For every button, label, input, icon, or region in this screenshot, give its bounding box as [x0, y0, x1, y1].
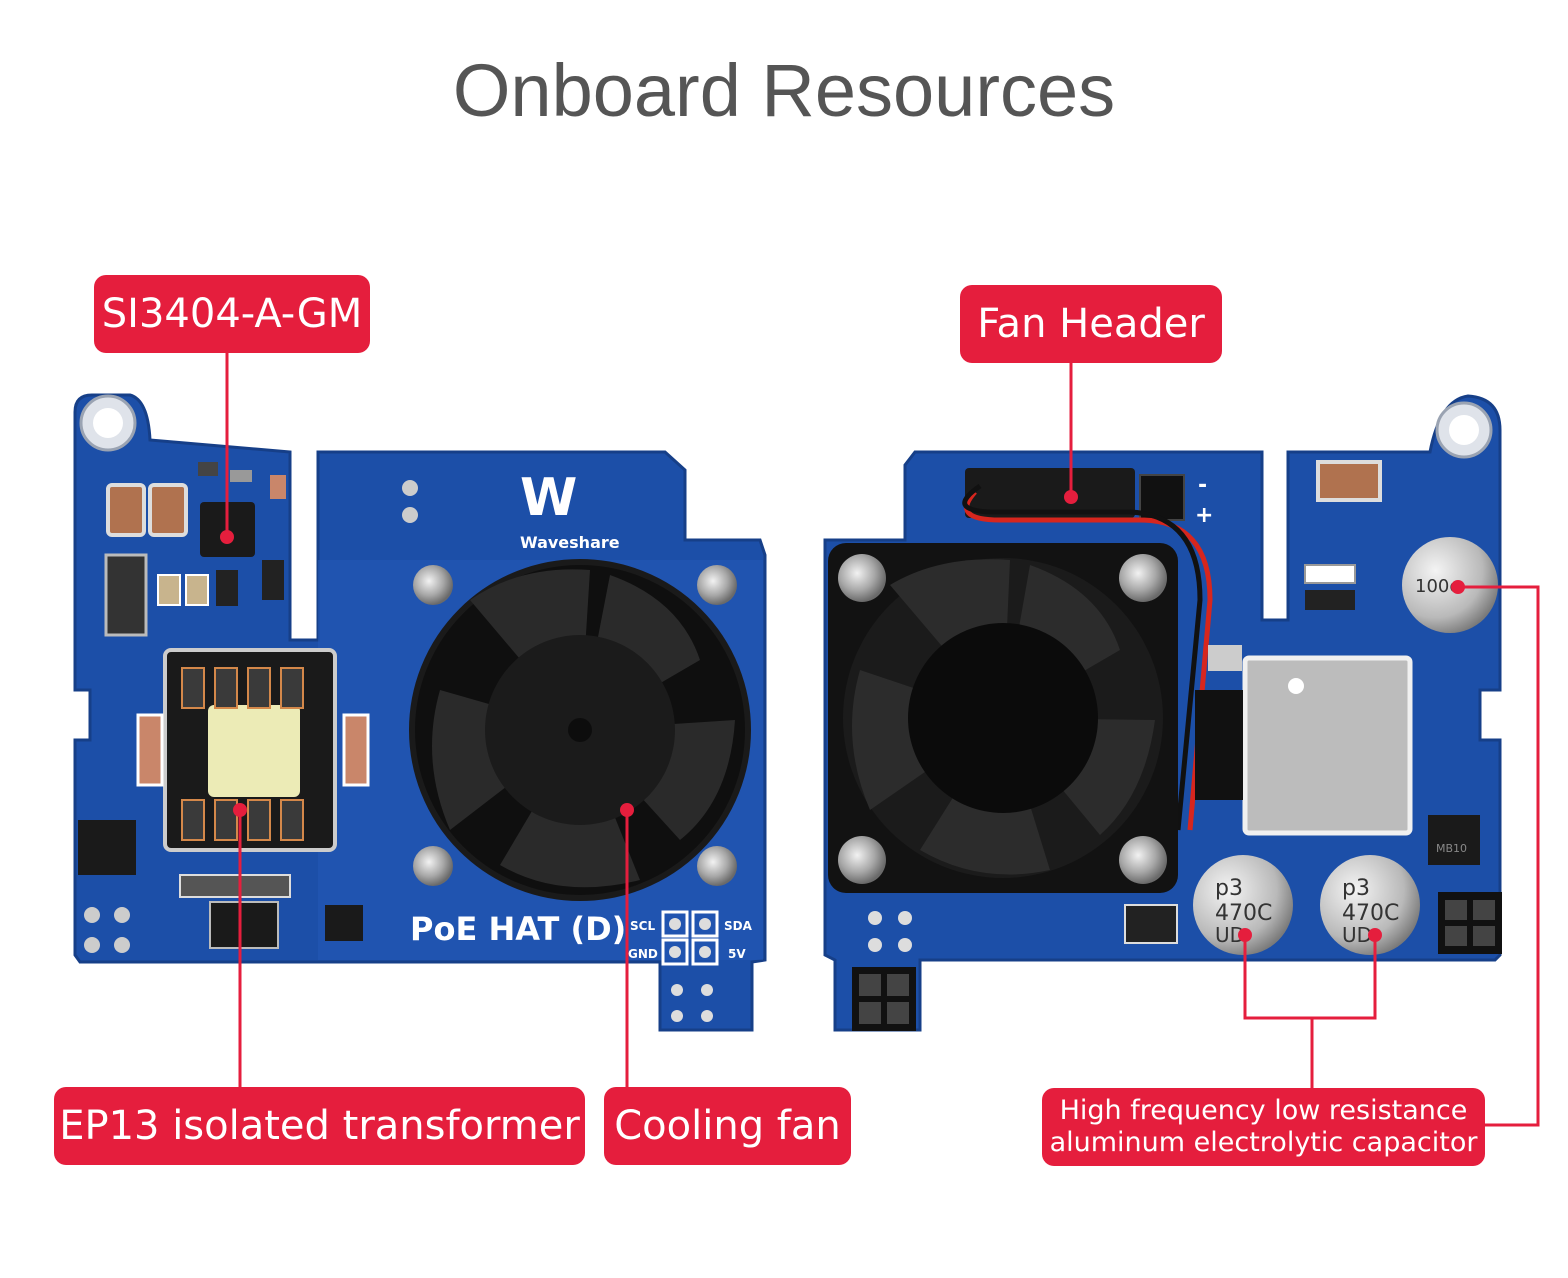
svg-text:470C: 470C — [1342, 901, 1399, 926]
screw — [413, 846, 453, 886]
screw — [697, 846, 737, 886]
left-board: W Waveshare PoE HAT (D) SCL SDA GND 5V — [73, 393, 767, 1032]
svg-text:SCL: SCL — [630, 919, 655, 933]
svg-text:5V: 5V — [728, 947, 746, 961]
callout-cooling-fan: Cooling fan — [604, 1087, 851, 1165]
callout-capacitor-line1: High frequency low resistance — [1059, 1095, 1468, 1126]
svg-text:470C: 470C — [1215, 901, 1272, 926]
leader-lines — [225, 352, 1540, 1127]
smd-capacitor — [148, 483, 188, 537]
leader-dots — [220, 490, 1465, 942]
aluminum-capacitor-1 — [1193, 855, 1293, 955]
screw — [697, 565, 737, 605]
svg-text:W: W — [520, 468, 577, 528]
aluminum-capacitor-2 — [1320, 855, 1420, 955]
svg-text:SDA: SDA — [724, 919, 753, 933]
svg-text:p3: p3 — [1215, 876, 1243, 901]
svg-text:-: - — [1198, 473, 1207, 498]
callout-capacitor: High frequency low resistance aluminum e… — [1042, 1088, 1485, 1166]
svg-text:+: + — [1195, 503, 1213, 528]
product-silkscreen: PoE HAT (D) — [410, 910, 626, 948]
callout-fan-header: Fan Header — [960, 285, 1222, 363]
smd-capacitor — [106, 483, 146, 537]
page-title: Onboard Resources — [452, 49, 1116, 132]
svg-text:GND: GND — [628, 947, 658, 961]
fan-header-connector — [965, 468, 1135, 518]
power-module — [1242, 655, 1413, 836]
svg-text:100c: 100c — [1415, 576, 1459, 597]
screw — [1119, 836, 1167, 884]
screw — [838, 836, 886, 884]
screw — [1119, 554, 1167, 602]
svg-text:MB10: MB10 — [1436, 842, 1467, 855]
screw — [838, 554, 886, 602]
small-electrolytic-capacitor — [1402, 537, 1498, 633]
svg-text:UD: UD — [1342, 923, 1372, 947]
svg-text:p3: p3 — [1342, 876, 1370, 901]
callout-transformer: EP13 isolated transformer — [54, 1087, 585, 1165]
brand-silkscreen: Waveshare — [520, 533, 620, 552]
callout-capacitor-line2: aluminum electrolytic capacitor — [1049, 1127, 1478, 1158]
screw — [413, 565, 453, 605]
right-board: - + 100c MB10 p3 470 — [823, 394, 1502, 1032]
callout-chip: SI3404-A-GM — [94, 275, 370, 353]
